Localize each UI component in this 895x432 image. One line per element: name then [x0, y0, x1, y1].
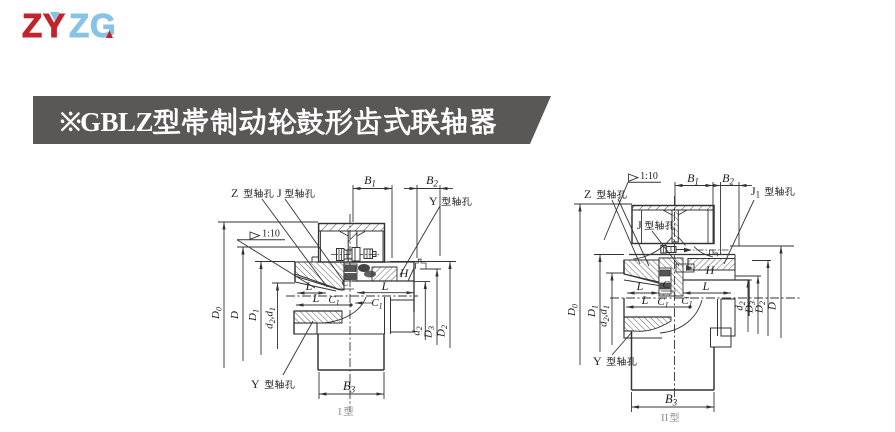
svg-text:Y: Y	[429, 194, 438, 208]
svg-text:1:10: 1:10	[262, 229, 280, 240]
svg-text:L: L	[381, 279, 389, 293]
svg-text:B2: B2	[426, 173, 438, 189]
svg-text:d2: d2	[735, 301, 748, 310]
svg-text:Z: Z	[584, 187, 591, 201]
svg-text:J: J	[277, 186, 282, 200]
svg-text:B2: B2	[722, 171, 734, 187]
svg-text:H: H	[705, 263, 716, 277]
svg-text:D: D	[229, 311, 241, 320]
svg-text:L: L	[305, 279, 313, 293]
svg-text:GBLZ: GBLZ	[80, 107, 153, 137]
svg-text:B1: B1	[364, 173, 376, 189]
svg-text:D3: D3	[423, 326, 437, 339]
svg-text:D0: D0	[210, 307, 224, 320]
svg-text:d2,d1: d2,d1	[598, 305, 611, 327]
svg-text:C1: C1	[371, 297, 382, 311]
svg-text:D2: D2	[436, 325, 450, 338]
svg-text:C: C	[342, 278, 349, 289]
svg-text:C1: C1	[328, 294, 339, 308]
svg-text:D: D	[767, 302, 779, 311]
svg-text:C1: C1	[657, 296, 668, 310]
svg-text:C: C	[663, 280, 670, 291]
svg-text:J1: J1	[751, 184, 760, 200]
svg-text:L: L	[312, 291, 320, 305]
svg-text:J: J	[637, 218, 642, 232]
svg-text:D1: D1	[247, 309, 261, 322]
svg-text:Y: Y	[251, 377, 260, 391]
svg-text:B3: B3	[665, 392, 678, 408]
svg-text:L: L	[641, 293, 649, 307]
svg-text:B3: B3	[343, 379, 356, 395]
svg-text:L: L	[702, 279, 710, 293]
svg-text:C1: C1	[681, 295, 692, 309]
svg-text:Y: Y	[593, 354, 602, 368]
svg-text:ZG: ZG	[69, 7, 116, 44]
svg-text:L: L	[636, 279, 644, 293]
svg-text:D0: D0	[566, 304, 580, 317]
svg-text:d2: d2	[412, 326, 425, 335]
svg-text:H: H	[399, 266, 410, 280]
svg-text:Z: Z	[231, 186, 238, 200]
svg-text:I: I	[338, 406, 342, 418]
svg-text:d2,d1: d2,d1	[264, 307, 277, 329]
svg-text:II: II	[661, 412, 669, 424]
svg-text:B1: B1	[687, 171, 699, 187]
svg-text:1:10: 1:10	[640, 171, 658, 182]
